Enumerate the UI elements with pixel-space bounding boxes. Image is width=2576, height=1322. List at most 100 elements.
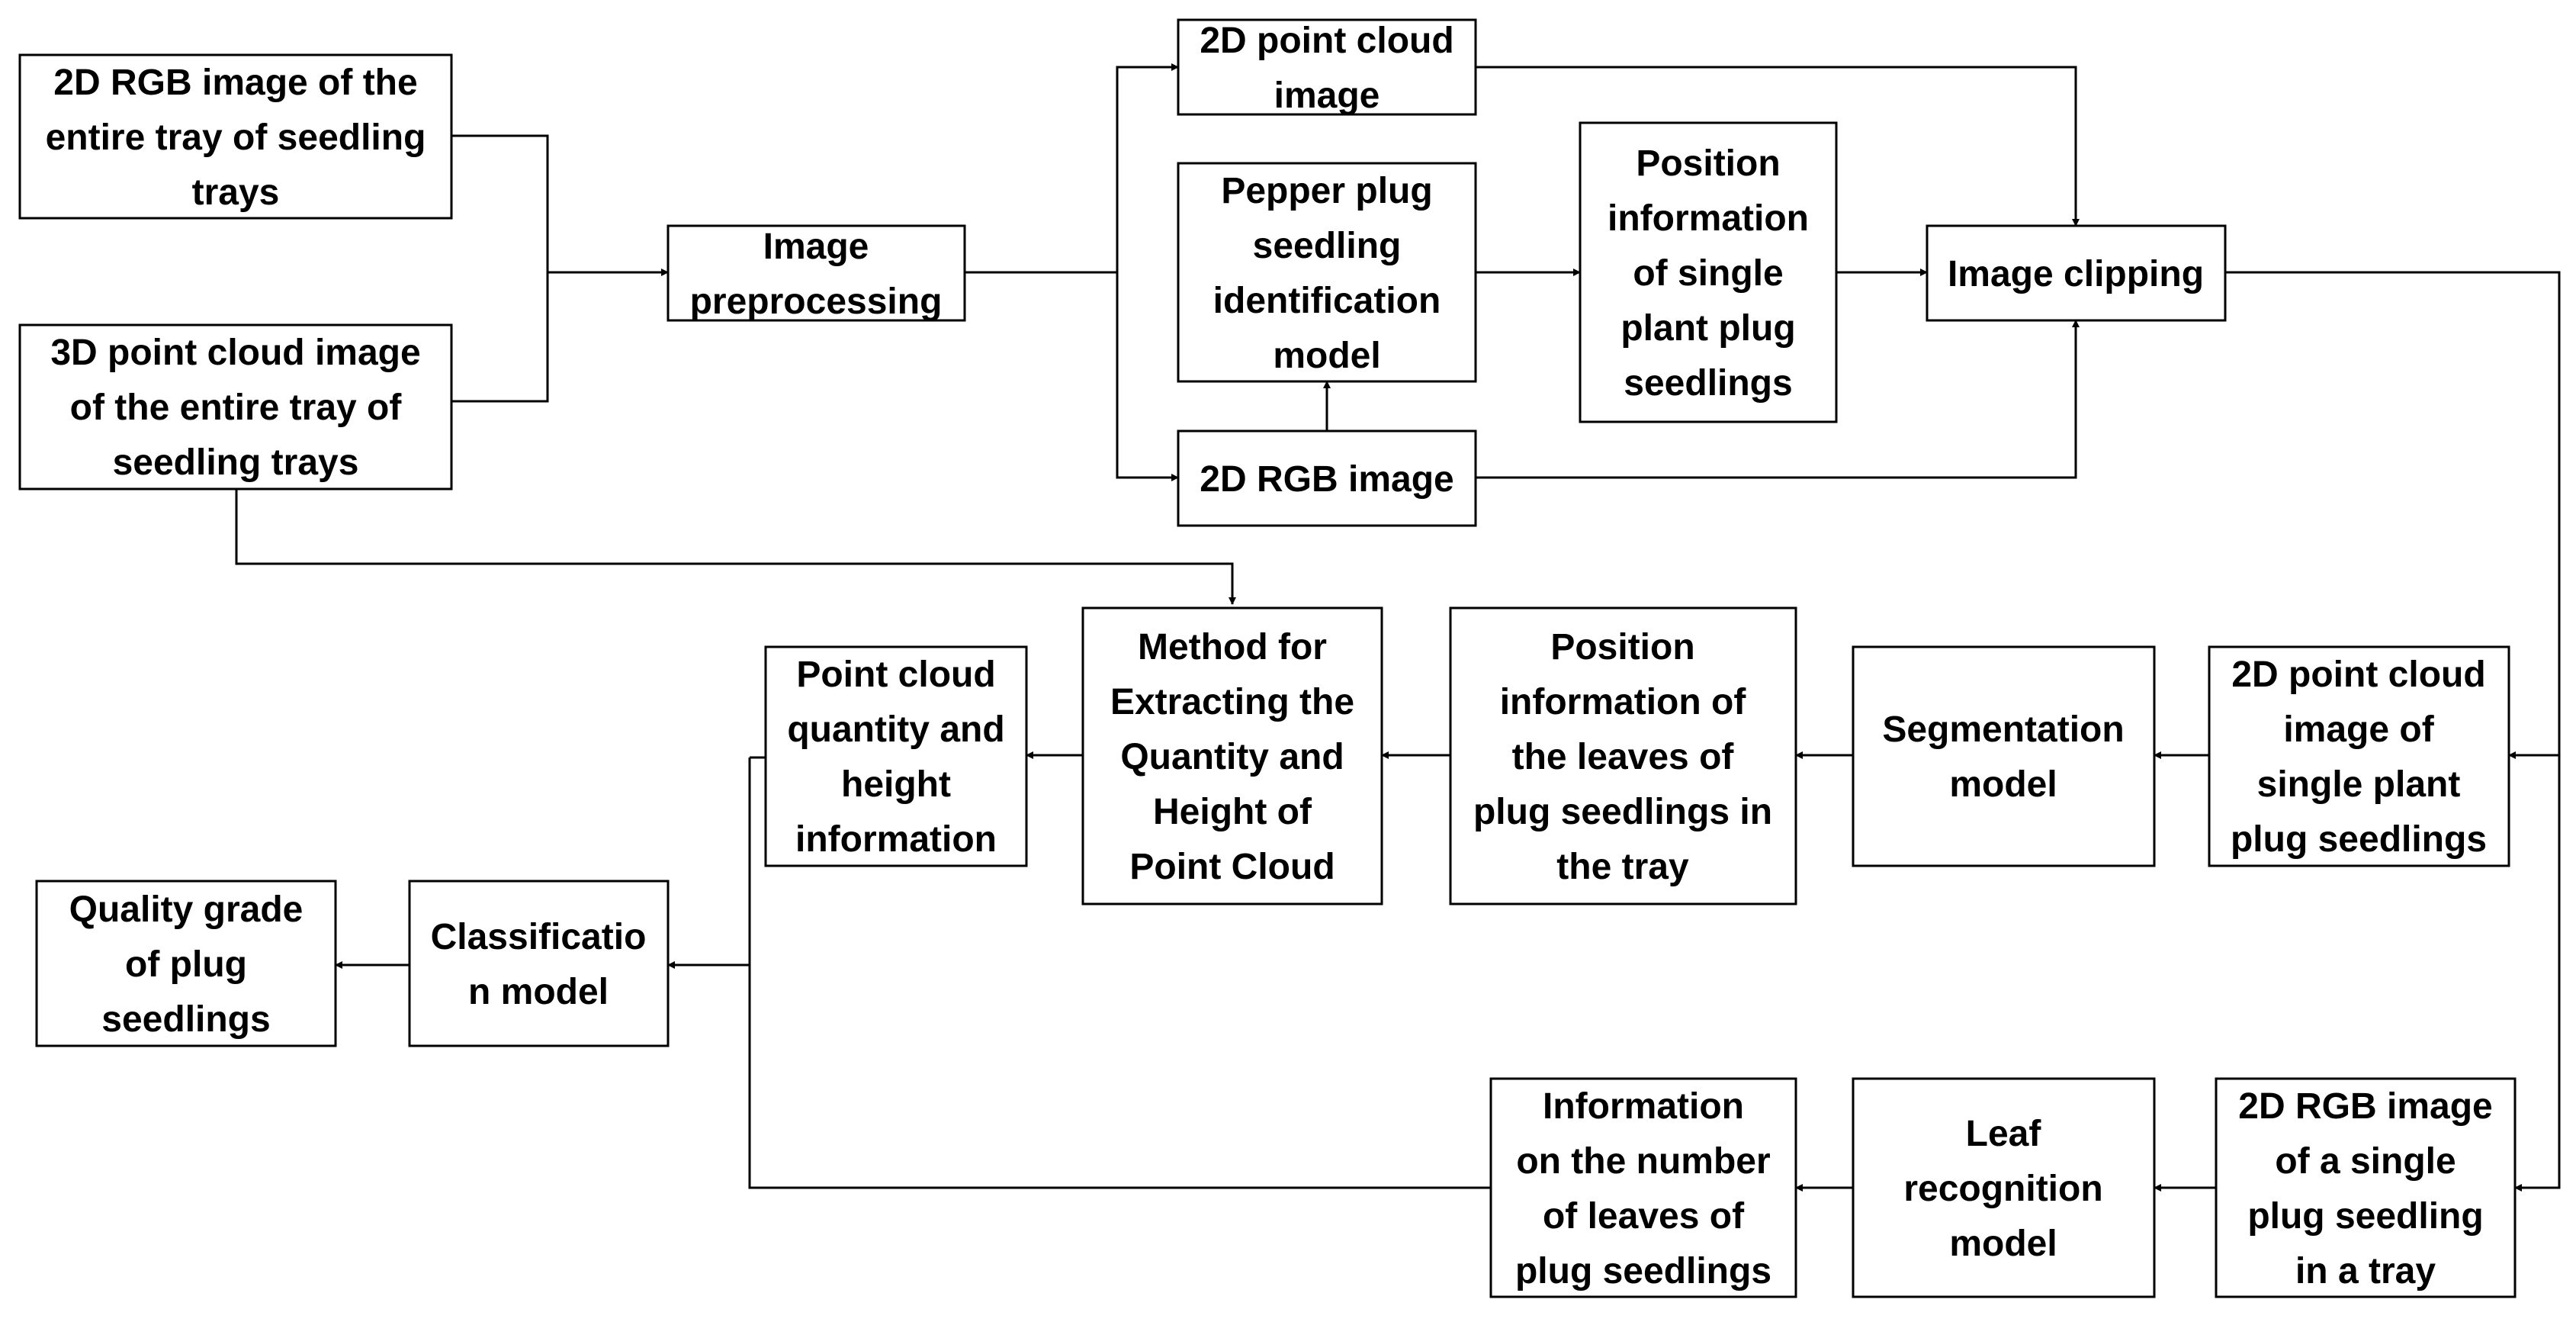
- label-line: Quality grade: [69, 889, 304, 930]
- box-leaf-model: [1852, 1077, 2156, 1298]
- label-line: image of: [2283, 709, 2434, 750]
- label-line: 2D point cloud: [1200, 21, 1453, 61]
- label-rgb-tray: 2D RGB image of the entire tray of seedli…: [46, 63, 426, 213]
- box-image-preprocessing: [666, 224, 966, 322]
- label-line: Quantity and: [1120, 737, 1344, 777]
- label-line: Classificatio: [431, 917, 647, 957]
- label-line: seedling trays: [113, 442, 359, 483]
- label-line: identification: [1213, 281, 1441, 321]
- label-line: plug seedlings in: [1473, 792, 1772, 832]
- label-line: image: [1274, 76, 1380, 116]
- label-line: Image: [763, 227, 869, 267]
- label-line: of leaves of: [1543, 1196, 1745, 1237]
- box-position-single: [1579, 121, 1838, 423]
- label-line: preprocessing: [690, 281, 943, 322]
- connector-pc-tray-to-merge: [451, 272, 549, 403]
- label-line: the leaves of: [1512, 737, 1735, 777]
- label-line: of plug: [125, 944, 247, 985]
- box-leaf-info: [1489, 1077, 1797, 1298]
- arrow-preprocessing-to-2d-point-cloud: [1116, 63, 1179, 272]
- box-single-rgb: [2215, 1077, 2517, 1298]
- arrow-clipping-to-single-rgb: [2514, 755, 2561, 1192]
- label-line: information: [1608, 198, 1809, 239]
- label-line: in a tray: [2295, 1251, 2436, 1291]
- label-line: model: [1949, 764, 2057, 805]
- label-2d-rgb: 2D RGB image: [1200, 459, 1453, 500]
- label-line: of single: [1633, 253, 1783, 294]
- label-position-leaves: Position information of the leaves of plug …: [1473, 627, 1772, 887]
- box-image-clipping: [1926, 224, 2227, 322]
- box-2d-point-cloud: [1177, 18, 1477, 116]
- label-line: 2D RGB image of the: [53, 63, 417, 103]
- label-line: Point cloud: [796, 655, 995, 695]
- label-line: of a single: [2275, 1141, 2456, 1182]
- label-line: recognition: [1903, 1169, 2102, 1209]
- box-rgb-tray: [18, 53, 453, 220]
- arrow-preprocessing-to-2d-rgb: [1116, 272, 1179, 481]
- arrow-2d-rgb-to-clipping: [1476, 320, 2080, 479]
- label-line: information of: [1500, 682, 1747, 722]
- label-line: 2D point cloud: [2231, 655, 2485, 695]
- node-labels: 2D RGB image of the entire tray of seedli…: [46, 21, 2493, 1291]
- label-position-single: Position information of single plant plug se…: [1608, 143, 1809, 404]
- label-line: Image clipping: [1948, 254, 2204, 294]
- label-line: 2D RGB image: [1200, 459, 1453, 500]
- box-classification-model: [408, 880, 670, 1047]
- box-pepper-model: [1177, 162, 1477, 383]
- label-line: seedlings: [1624, 363, 1792, 404]
- node-boxes: [18, 18, 2517, 1298]
- label-line: trays: [192, 172, 280, 213]
- label-leaf-info: Information on the number of leaves of plug…: [1515, 1086, 1771, 1291]
- arrow-3d-point-cloud-to-extraction-method: [235, 489, 1236, 605]
- box-3d-point-cloud-tray: [18, 323, 453, 491]
- label-line: Method for: [1138, 627, 1327, 667]
- label-line: 3D point cloud image: [50, 333, 420, 373]
- label-line: of the entire tray of: [70, 388, 403, 428]
- label-line: plug seedlings: [1515, 1251, 1771, 1291]
- label-image-preprocessing: Image preprocessing: [690, 227, 943, 322]
- label-line: seedlings: [101, 999, 270, 1040]
- label-image-clipping: Image clipping: [1948, 254, 2204, 294]
- box-extraction-method: [1081, 606, 1383, 905]
- box-segmentation-model: [1852, 645, 2156, 867]
- label-line: the tray: [1556, 847, 1689, 887]
- connector-leaf-info-left: [748, 757, 1491, 1189]
- label-line: model: [1949, 1224, 2057, 1264]
- label-line: Pepper plug: [1221, 171, 1432, 211]
- arrow-rgb-tray-to-preprocessing: [451, 134, 669, 276]
- label-line: Information: [1543, 1086, 1744, 1127]
- label-line: entire tray of seedling: [46, 117, 426, 158]
- label-line: Segmentation: [1882, 709, 2124, 750]
- label-line: Leaf: [1966, 1114, 2042, 1154]
- label-line: Height of: [1153, 792, 1312, 832]
- box-single-point-cloud: [2208, 645, 2510, 867]
- box-point-cloud-info: [764, 645, 1028, 867]
- label-line: plant plug: [1620, 308, 1795, 349]
- label-line: 2D RGB image: [2238, 1086, 2492, 1127]
- connector-clipping-right: [2225, 271, 2561, 755]
- box-2d-rgb: [1177, 429, 1477, 527]
- label-classification-model: Classificatio n model: [431, 917, 647, 1012]
- label-line: quantity and: [787, 709, 1004, 750]
- label-line: single plant: [2257, 764, 2461, 805]
- label-line: Extracting the: [1110, 682, 1354, 722]
- label-leaf-model: Leaf recognition model: [1903, 1114, 2102, 1264]
- label-segmentation-model: Segmentation model: [1882, 709, 2124, 805]
- label-line: Position: [1636, 143, 1780, 184]
- label-2d-point-cloud: 2D point cloud image: [1200, 21, 1453, 116]
- label-3d-point-cloud-tray: 3D point cloud image of the entire tray o…: [50, 333, 420, 483]
- arrow-2d-point-cloud-to-clipping: [1476, 66, 2080, 227]
- label-line: seedling: [1253, 226, 1402, 266]
- label-line: n model: [468, 972, 609, 1012]
- label-line: on the number: [1516, 1141, 1770, 1182]
- label-line: height: [841, 764, 951, 805]
- label-line: Position: [1550, 627, 1694, 667]
- label-quality-grade: Quality grade of plug seedlings: [69, 889, 304, 1040]
- label-line: Point Cloud: [1129, 847, 1335, 887]
